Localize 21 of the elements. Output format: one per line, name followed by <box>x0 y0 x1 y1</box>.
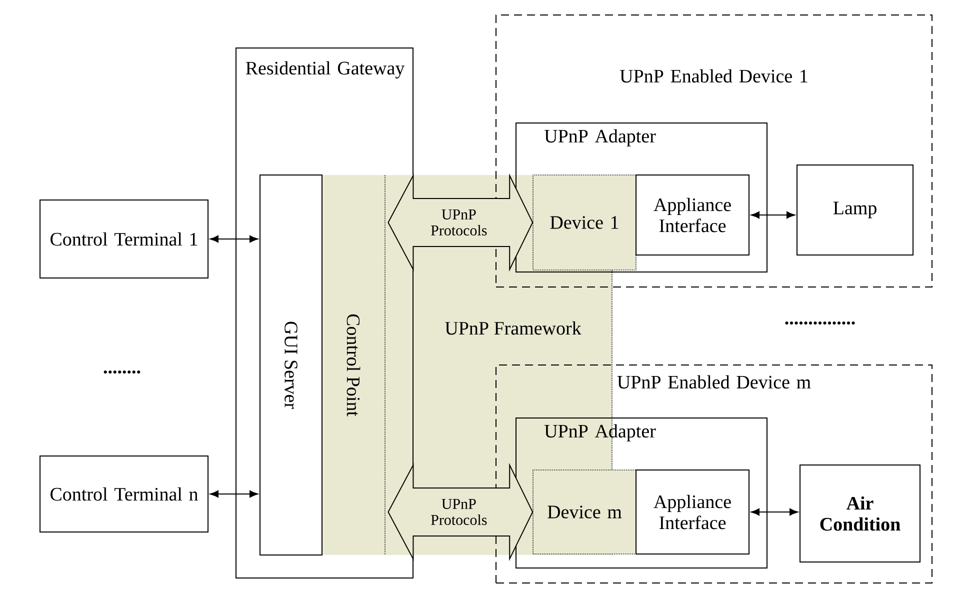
appliance-box: Lamp <box>796 164 914 256</box>
ellipsis: ........ <box>104 370 140 374</box>
device-box: Device 1 <box>532 174 636 270</box>
ellipsis: ............... <box>785 321 855 325</box>
edge-label: UPnP Protocols <box>431 499 487 525</box>
appliance-box: Air Condition <box>800 464 920 562</box>
arrow <box>750 508 798 516</box>
block-arrow <box>388 173 534 272</box>
arrow <box>750 211 796 219</box>
server-box: GUI Server <box>260 174 322 556</box>
arrow <box>210 490 258 498</box>
node-label: UPnP Framework <box>445 321 582 335</box>
interface-box: Appliance Interface <box>636 470 750 554</box>
control-terminal-box: Control Terminal 1 <box>40 200 208 278</box>
edge-label: UPnP Protocols <box>431 210 487 236</box>
arrow <box>210 235 258 243</box>
control-point-box: Control Point <box>322 174 386 556</box>
interface-box: Appliance Interface <box>636 174 750 256</box>
control-terminal-box: Control Terminal n <box>40 456 208 532</box>
block-arrow <box>388 462 534 562</box>
device-box: Device m <box>532 470 636 554</box>
